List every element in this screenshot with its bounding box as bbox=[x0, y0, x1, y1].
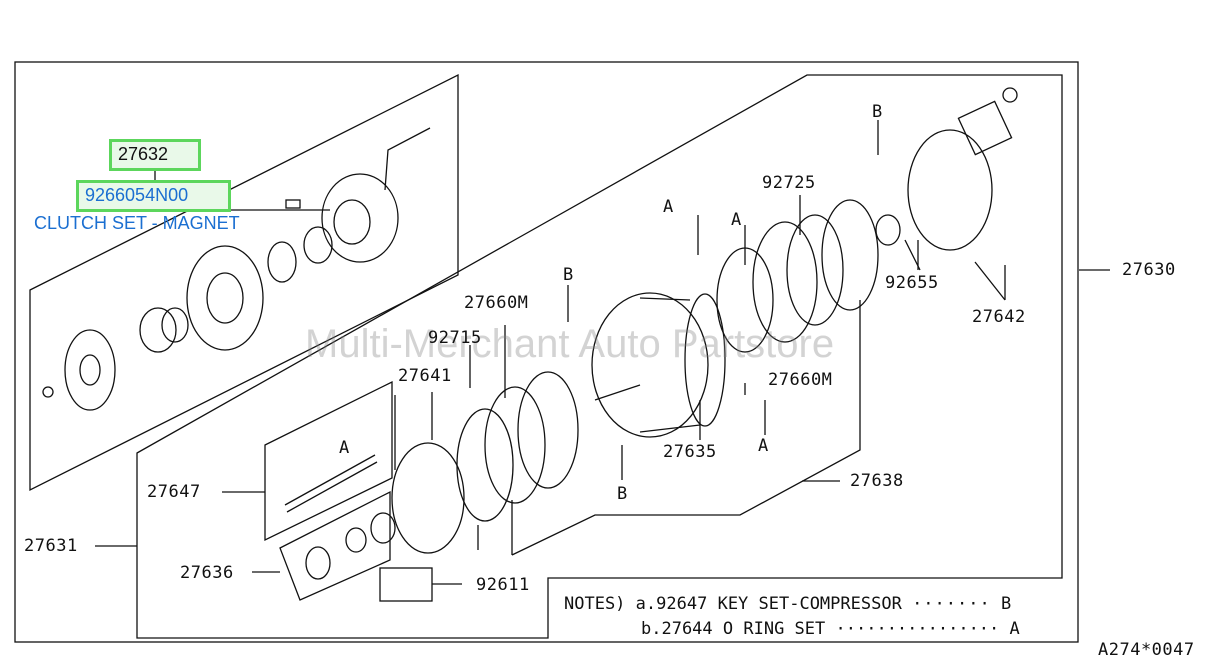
figure-code: A274*0047 bbox=[1098, 640, 1195, 660]
ref-letter-b: B bbox=[617, 484, 628, 504]
callout-27642[interactable]: 27642 bbox=[972, 307, 1026, 327]
callout-27660m-rear[interactable]: 27660M bbox=[768, 370, 833, 390]
callout-92725[interactable]: 92725 bbox=[762, 173, 816, 193]
part-number: 9266054N00 bbox=[85, 185, 189, 205]
notes-key-b: b.27644 bbox=[641, 619, 713, 639]
ref-letter-a: A bbox=[339, 438, 350, 458]
callout-27647[interactable]: 27647 bbox=[147, 482, 201, 502]
callout-92655[interactable]: 92655 bbox=[885, 273, 939, 293]
notes-ref-a: A bbox=[1009, 619, 1020, 639]
notes-ref-b: B bbox=[1000, 594, 1012, 614]
part-number-highlight[interactable]: 9266054N00 bbox=[76, 180, 231, 212]
notes-line-2: b.27644 O RING SET ················ A bbox=[641, 619, 1020, 639]
callout-92611[interactable]: 92611 bbox=[476, 575, 530, 595]
ref-number-highlight[interactable]: 27632 bbox=[109, 139, 201, 171]
callout-27636[interactable]: 27636 bbox=[180, 563, 234, 583]
ref-letter-b: B bbox=[563, 265, 574, 285]
clutch-plate bbox=[64, 329, 116, 411]
callout-27660m-front[interactable]: 27660M bbox=[464, 293, 529, 313]
sub-frame-bolts bbox=[264, 380, 393, 542]
outer-frame bbox=[14, 61, 1079, 643]
callout-27635[interactable]: 27635 bbox=[663, 442, 717, 462]
ref-letter-a: A bbox=[663, 197, 674, 217]
notes-key-a: a.92647 bbox=[635, 594, 708, 614]
ref-letter-a: A bbox=[758, 436, 769, 456]
sub-frame-seals bbox=[279, 490, 391, 601]
compressor-body bbox=[591, 292, 709, 438]
ref-number: 27632 bbox=[118, 144, 169, 164]
watermark: Multi-Merchant Auto Partstore bbox=[305, 322, 835, 366]
ref-letter-b: B bbox=[872, 102, 883, 122]
callout-27631[interactable]: 27631 bbox=[24, 536, 78, 556]
notes-prefix: NOTES) bbox=[564, 594, 626, 614]
callout-27638[interactable]: 27638 bbox=[850, 471, 904, 491]
magnet-coil bbox=[321, 173, 399, 263]
notes-text-b: O RING SET bbox=[722, 619, 826, 639]
compressor-frame bbox=[136, 74, 1063, 639]
part-description: CLUTCH SET - MAGNET bbox=[34, 213, 240, 233]
frame-27638-line bbox=[511, 300, 861, 556]
notes-line-1: NOTES) a.92647 KEY SET-COMPRESSOR ······… bbox=[564, 594, 1012, 614]
front-head bbox=[391, 442, 465, 554]
rear-head bbox=[907, 129, 993, 251]
callout-27641[interactable]: 27641 bbox=[398, 366, 452, 386]
callout-92715[interactable]: 92715 bbox=[428, 328, 482, 348]
clutch-frame bbox=[29, 73, 459, 492]
callout-27630[interactable]: 27630 bbox=[1122, 260, 1176, 280]
ref-letter-a: A bbox=[731, 210, 742, 230]
pulley bbox=[186, 245, 264, 351]
notes-text-a: KEY SET-COMPRESSOR bbox=[717, 594, 902, 614]
